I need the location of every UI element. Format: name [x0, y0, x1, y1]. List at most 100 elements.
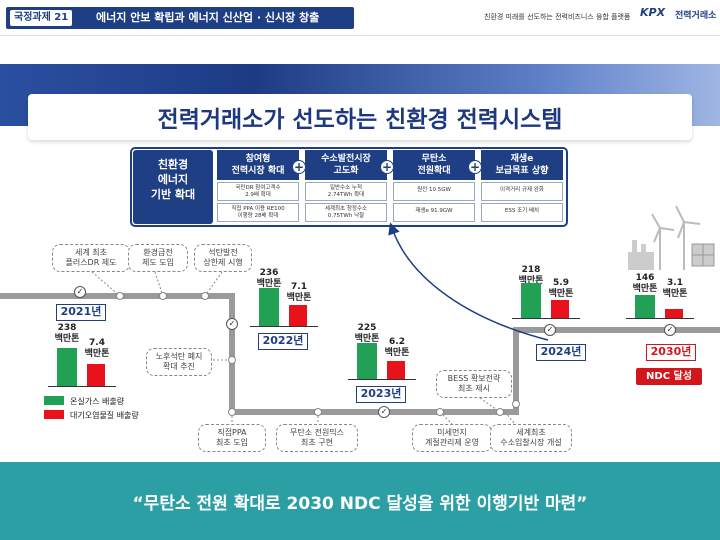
- air-value: 7.4: [89, 338, 105, 348]
- milestone-note: 미세먼지 계절관리제 운영: [412, 424, 492, 452]
- year-badge: 2023년: [356, 386, 406, 403]
- wind-turbine-icon: [651, 205, 701, 270]
- factory-icon: [628, 240, 654, 270]
- policy-column-head: 참여형 전력시장 확대: [217, 150, 299, 180]
- footer-band: [0, 462, 720, 540]
- policy-cell: 국민DR 참여고객수 2.9배 확대: [217, 182, 299, 201]
- road-dot: [116, 292, 124, 300]
- header-divider: [0, 35, 720, 36]
- policy-cell: 원전 10.5GW: [393, 182, 475, 201]
- unit-label: 백만톤: [518, 276, 544, 286]
- air-bar: [87, 364, 105, 386]
- road-dot: [228, 356, 236, 364]
- plus-icon: +: [380, 160, 394, 174]
- head-line: 참여형: [245, 154, 271, 164]
- ghg-bar: [635, 295, 655, 318]
- air-bar: [665, 309, 683, 318]
- check-icon: ✓: [544, 324, 556, 336]
- head-line: 전원확대: [417, 166, 451, 176]
- header-slogan: 친환경 미래를 선도하는 전력비즈니스 융합 플랫폼: [484, 13, 631, 21]
- air-bar: [289, 305, 307, 326]
- ghg-value: 238: [57, 323, 77, 333]
- note-line: 노후석탄 폐지: [155, 352, 203, 361]
- cell-line: 이행량 28배 확대: [237, 213, 279, 219]
- air-bar: [387, 361, 405, 379]
- ghg-bar: [259, 288, 279, 326]
- note-line: 직접PPA: [217, 428, 247, 437]
- note-connector: [504, 411, 516, 425]
- note-connector: [91, 271, 121, 297]
- unit-label: 백만톤: [84, 349, 110, 359]
- note-connector: [439, 411, 453, 425]
- policy-cell: 세계최초 청정수소 0.75TWh 낙찰: [305, 203, 387, 222]
- check-icon: ✓: [664, 324, 676, 336]
- cell-line: 국민DR 참여고객수: [235, 185, 281, 191]
- note-line: 계절관리제 운영: [424, 438, 480, 447]
- cell-line: 이격거리 규제 완화: [500, 187, 544, 193]
- air-value: 5.9: [553, 278, 569, 288]
- legend-swatch-ghg: [44, 396, 64, 405]
- note-line: 석탄발전: [208, 248, 238, 257]
- road-dot: [436, 408, 444, 416]
- milestone-note: 석탄발전 상한제 시행: [194, 244, 252, 272]
- bar-baseline: [348, 379, 416, 380]
- ghg-value: 236: [259, 268, 279, 278]
- task-tag: 국정과제 21: [10, 10, 73, 26]
- policy-cell: 이격거리 규제 완화: [481, 182, 563, 201]
- note-line: 최초 구현: [301, 438, 333, 447]
- road-dot: [314, 408, 322, 416]
- road-dot: [512, 400, 520, 408]
- unit-label: 백만톤: [286, 293, 312, 303]
- cell-line: 2.74TWh 확대: [327, 192, 365, 198]
- policy-cell: 재생e 91.9GW: [393, 203, 475, 222]
- page-title: 전력거래소가 선도하는 친환경 전력시스템: [157, 107, 563, 133]
- note-line: 최초 제시: [458, 384, 490, 393]
- cell-line: 2.9배 확대: [245, 192, 271, 198]
- road-dot: [228, 408, 236, 416]
- legend-label-ghg: 온실가스 배출량: [70, 397, 125, 406]
- policy-left-line: 친환경: [157, 158, 189, 171]
- unit-label: 백만톤: [662, 289, 688, 299]
- ghg-bar: [57, 348, 77, 386]
- policy-cell: 일반수소 누적 2.74TWh 확대: [305, 182, 387, 201]
- legend-label-air: 대기오염물질 배출량: [70, 411, 139, 420]
- note-line: 상한제 시행: [203, 258, 243, 267]
- note-line: 환경급전: [143, 248, 173, 257]
- air-value: 7.1: [291, 282, 307, 292]
- head-line: 무탄소: [421, 154, 447, 164]
- air-value: 3.1: [667, 278, 683, 288]
- milestone-note: BESS 확보전략 최초 제시: [436, 370, 512, 398]
- head-line: 수소발전시장: [321, 154, 371, 164]
- unit-label: 백만톤: [632, 284, 658, 294]
- head-line: 전력시장 확대: [231, 166, 285, 176]
- cell-line: ESS 조기 배치: [504, 208, 540, 214]
- milestone-note: 직접PPA 최초 도입: [198, 424, 266, 452]
- cell-line: 재생e 91.9GW: [415, 208, 453, 214]
- head-line: 재생e: [510, 154, 534, 164]
- year-badge: 2021년: [56, 304, 106, 321]
- cell-line: 0.75TWh 낙찰: [327, 213, 365, 219]
- policy-column: 재생e 보급목표 상향 이격거리 규제 완화 ESS 조기 배치: [481, 150, 563, 222]
- policy-cell: ESS 조기 배치: [481, 203, 563, 222]
- year-badge: 2024년: [536, 344, 586, 361]
- milestone-note: 세계 최초 플러스DR 제도: [52, 244, 130, 272]
- road-dot: [201, 292, 209, 300]
- milestone-note: 세계최초 수소입찰시장 개설: [490, 424, 572, 452]
- policy-column-head: 무탄소 전원확대: [393, 150, 475, 180]
- ghg-value: 146: [635, 273, 655, 283]
- note-line: 무탄소 전원믹스: [289, 428, 345, 437]
- header-bar: [6, 7, 354, 29]
- cell-line: 직접 PPA 이용 RE100: [231, 206, 285, 212]
- year-badge: 2022년: [258, 333, 308, 350]
- check-icon: ✓: [226, 318, 238, 330]
- note-connector: [204, 271, 223, 297]
- bar-baseline: [512, 318, 580, 319]
- solar-panel-icon: [691, 243, 715, 267]
- note-line: 미세먼지: [437, 428, 467, 437]
- policy-left-line: 에너지: [157, 173, 189, 186]
- note-line: BESS 확보전략: [447, 374, 501, 383]
- footer-slogan: “무탄소 전원 확대로 2030 NDC 달성을 위한 이행기반 마련”: [132, 494, 588, 514]
- note-line: 최초 도입: [216, 438, 248, 447]
- milestone-note: 노후석탄 폐지 확대 추진: [146, 348, 212, 376]
- policy-left-line: 기반 확대: [150, 188, 196, 201]
